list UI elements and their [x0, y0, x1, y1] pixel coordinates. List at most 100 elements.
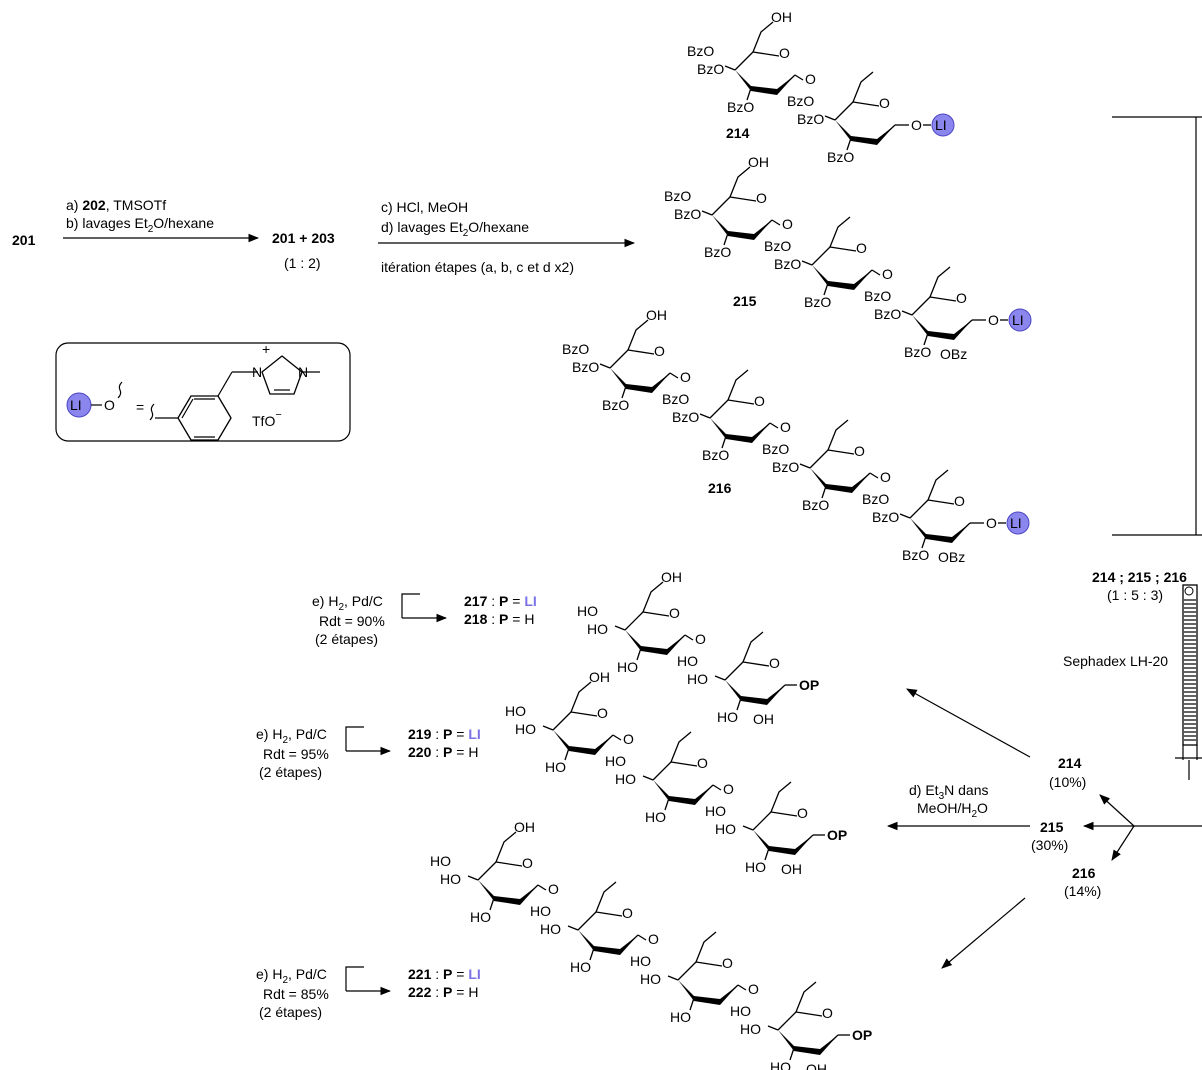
arrow-deprotect-216	[941, 897, 1026, 969]
substituent-o4: BzO	[787, 93, 814, 109]
start-compound: 201	[12, 232, 36, 248]
mixture1-ratio: (1 : 2)	[284, 255, 321, 271]
product-li: 219 : P = LI	[408, 726, 481, 742]
substituent-oh6: OH	[661, 569, 682, 585]
ring-oxygen: O	[669, 605, 680, 621]
fraction-214-id: 214	[1058, 755, 1082, 771]
ring-oxygen: O	[954, 493, 965, 509]
yield-rdt: Rdt = 85%	[263, 986, 329, 1002]
substituent-o2: BzO	[904, 344, 931, 360]
ring-oxygen: O	[956, 290, 967, 306]
ring-oxygen: O	[722, 955, 733, 971]
product-h: 222 : P = H	[408, 984, 478, 1000]
substituent-obz: OBz	[940, 346, 967, 362]
anomeric-oxygen: O	[988, 312, 999, 328]
ring-oxygen: O	[769, 655, 780, 671]
ionic-liquid-tag	[1006, 511, 1030, 535]
ionic-liquid-label: LI	[1010, 515, 1022, 531]
substituent-o4: HO	[605, 753, 626, 769]
ring-oxygen: O	[754, 393, 765, 409]
compound-id: 216	[708, 480, 732, 496]
hydrogenation-reagent: e) H2, Pd/C	[256, 726, 327, 746]
substituent-o3: BzO	[672, 409, 699, 425]
glycosidic-oxygen: O	[882, 266, 893, 282]
ionic-liquid-label: LI	[1012, 312, 1024, 328]
ionic-liquid-label: LI	[935, 117, 947, 133]
glycosidic-oxygen: O	[648, 931, 659, 947]
substituent-o3: BzO	[872, 509, 899, 525]
ring-oxygen: O	[779, 45, 790, 61]
fraction-214-yield: (10%)	[1049, 774, 1086, 790]
substituent-o4: BzO	[662, 391, 689, 407]
ring-oxygen: O	[879, 95, 890, 111]
substituent-o4: HO	[530, 903, 551, 919]
substituent-o3: HO	[515, 721, 536, 737]
step1-a: a) 202, TMSOTf	[66, 197, 166, 213]
step-d-line1: d) Et3N dans	[909, 782, 989, 802]
substituent-o4: BzO	[862, 491, 889, 507]
product-li: 217 : P = LI	[464, 593, 537, 609]
substituent-o3: HO	[540, 921, 561, 937]
glycosidic-oxygen: O	[680, 369, 691, 385]
substituent-o3: HO	[687, 671, 708, 687]
benzyl-imidazolium-structure	[155, 355, 320, 441]
yield-rdt: Rdt = 90%	[319, 613, 385, 629]
substituent-o2: HO	[617, 659, 638, 675]
substituent-o4: HO	[430, 853, 451, 869]
ionic-liquid-tag	[1008, 308, 1032, 332]
protected-compound-216: OBzOBzOBzOOHOOBzOBzOBzOOOBzOBzOBzOOOBzOB…	[562, 307, 1030, 565]
glycosidic-oxygen: O	[805, 71, 816, 87]
hydrogenation-reagent: e) H2, Pd/C	[312, 593, 383, 613]
substituent-o4: HO	[730, 1003, 751, 1019]
glycosidic-oxygen: O	[880, 469, 891, 485]
arrow-to-216	[1111, 825, 1135, 861]
legend-charge-plus: +	[262, 341, 270, 357]
substituent-o2: HO	[670, 1009, 691, 1025]
substituent-o3: HO	[740, 1021, 761, 1037]
glycosidic-oxygen: O	[548, 881, 559, 897]
substituent-o2: BzO	[602, 397, 629, 413]
substituent-oh6: OH	[514, 819, 535, 835]
fraction-216-id: 216	[1072, 865, 1096, 881]
ring-oxygen: O	[756, 190, 767, 206]
substituent-o4: HO	[630, 953, 651, 969]
substituent-o4: BzO	[687, 43, 714, 59]
ring-oxygen: O	[697, 755, 708, 771]
substituent-o4: HO	[505, 703, 526, 719]
ring-oxygen: O	[856, 240, 867, 256]
ring-oxygen: O	[654, 343, 665, 359]
substituent-o4: BzO	[762, 441, 789, 457]
substituent-o3: HO	[715, 821, 736, 837]
substituent-oh: OH	[806, 1061, 827, 1070]
hydrogenation-reagent: e) H2, Pd/C	[256, 966, 327, 986]
step-count: (2 étapes)	[259, 764, 322, 780]
anomeric-op: OP	[852, 1027, 872, 1043]
ring-oxygen: O	[522, 855, 533, 871]
ionic-liquid-tag	[931, 113, 955, 137]
product-h: 220 : P = H	[408, 744, 478, 760]
yield-rdt: Rdt = 95%	[263, 746, 329, 762]
substituent-o3: HO	[587, 621, 608, 637]
substituent-o2: HO	[745, 859, 766, 875]
substituent-o4: BzO	[764, 238, 791, 254]
substituent-o4: BzO	[562, 341, 589, 357]
step2-c: c) HCl, MeOH	[381, 199, 468, 215]
substituent-o2: HO	[645, 809, 666, 825]
step2-iteration: itération étapes (a, b, c et d x2)	[381, 259, 574, 275]
anomeric-op: OP	[827, 827, 847, 843]
glycosidic-oxygen: O	[782, 216, 793, 232]
